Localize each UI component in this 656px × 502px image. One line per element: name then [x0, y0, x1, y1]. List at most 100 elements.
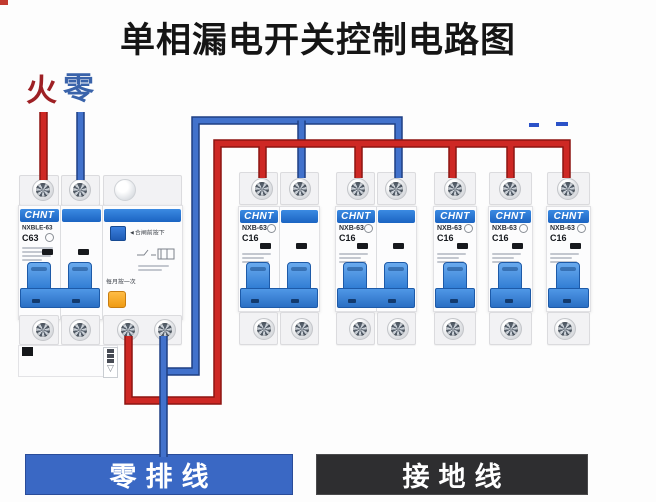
handle-crossbar: [337, 288, 415, 308]
status-window-icon: [357, 243, 368, 249]
status-window-icon: [457, 243, 468, 249]
screw-icon: [349, 318, 371, 340]
cert-badge-icon: [45, 233, 54, 242]
model-text: NXB-63: [550, 225, 575, 232]
screw-icon: [32, 319, 54, 341]
brand-logo: CHNT: [341, 210, 371, 222]
handle-slot: [505, 299, 513, 303]
screw-icon: [117, 319, 139, 341]
cert-badge-icon: [577, 224, 586, 233]
brand-logo: CHNT: [495, 210, 526, 222]
model-text: NXB-63: [242, 225, 267, 232]
brand-band: CHNT: [435, 210, 475, 223]
status-window-icon: [296, 243, 307, 249]
model-text: NXBLE-63: [22, 225, 53, 232]
handle-slot: [563, 299, 571, 303]
screw-icon: [154, 319, 176, 341]
handle-crossbar: [20, 288, 100, 308]
screw-icon: [347, 178, 369, 200]
model-text: NXB-63: [437, 225, 462, 232]
neutral-bus-banner: 零排线: [25, 454, 293, 495]
brand-band: [104, 209, 181, 222]
cert-badge-icon: [267, 224, 276, 233]
cert-badge-icon: [519, 224, 528, 233]
switch-handle: [287, 262, 311, 290]
handle-crossbar: [240, 288, 318, 308]
rating-text: C16: [550, 233, 567, 243]
handle-crossbar: [548, 288, 589, 308]
screw-icon: [444, 178, 466, 200]
cert-badge-icon: [364, 224, 373, 233]
switch-handle: [498, 262, 522, 290]
handle-slot: [72, 299, 80, 303]
model-text: NXB-63: [492, 225, 517, 232]
brand-band: CHNT: [337, 210, 375, 223]
main-switch-handle: [68, 262, 92, 290]
status-window-icon: [393, 243, 404, 249]
branch-breaker-1pole: CHNT NXB-63 C16: [488, 172, 533, 345]
page-title: 单相漏电开关控制电路图: [120, 21, 517, 60]
ground-wire-banner: 接地线: [316, 454, 588, 495]
cert-badge-icon: [464, 224, 473, 233]
screw-icon: [32, 179, 54, 201]
brand-band: [378, 210, 415, 223]
screw-icon: [385, 178, 407, 200]
status-window-icon: [570, 243, 581, 249]
rating-text: C16: [437, 233, 454, 243]
test-button-note: ◄合闸前按下: [129, 230, 165, 236]
status-window-icon: [78, 249, 89, 255]
rating-text: C63: [22, 233, 39, 243]
down-arrow-tag: ▽: [103, 347, 118, 378]
model-text: NXB-63: [339, 225, 364, 232]
handle-crossbar: [435, 288, 475, 308]
brand-band: CHNT: [490, 210, 531, 223]
live-wire-label: 火: [26, 73, 57, 108]
status-window-icon: [260, 243, 271, 249]
switch-handle: [343, 262, 367, 290]
handle-slot: [291, 299, 299, 303]
switch-handle: [246, 262, 270, 290]
handle-slot: [348, 299, 356, 303]
blue-bus-marks: [529, 122, 568, 127]
screw-icon: [291, 318, 313, 340]
handle-slot: [32, 299, 40, 303]
brand-band: [281, 210, 318, 223]
pole-divider: [60, 206, 61, 319]
branch-breaker-1pole: CHNT NXB-63 C16: [433, 172, 477, 345]
reset-button-note: 每月按一次: [106, 279, 136, 285]
reset-button: [108, 291, 126, 308]
branch-breaker-2pole: CHNT NXB-63 C16: [335, 172, 417, 345]
module-hole-icon: [114, 179, 136, 201]
screw-icon: [251, 178, 273, 200]
status-window-icon: [512, 243, 523, 249]
pole-divider: [102, 206, 103, 319]
rating-text: C16: [339, 233, 356, 243]
screw-icon: [69, 319, 91, 341]
status-window-icon: [42, 249, 53, 255]
brand-logo: CHNT: [24, 209, 55, 221]
breaker-base-extension: [18, 345, 118, 377]
screw-icon: [69, 179, 91, 201]
screw-icon: [499, 178, 521, 200]
brand-band: CHNT: [20, 209, 59, 222]
screw-icon: [554, 318, 576, 340]
brand-band: [62, 209, 101, 222]
spec-lines: [22, 245, 56, 263]
brand-band: CHNT: [548, 210, 589, 223]
handle-slot: [388, 299, 396, 303]
switch-handle: [384, 262, 408, 290]
red-corner-mark: [0, 0, 8, 5]
screw-icon: [442, 318, 464, 340]
branch-breaker-1pole: CHNT NXB-63 C16: [546, 172, 591, 345]
screw-icon: [289, 178, 311, 200]
down-arrow-icon: ▽: [107, 363, 114, 373]
brand-logo: CHNT: [244, 210, 274, 222]
screw-icon: [387, 318, 409, 340]
din-clip: [22, 347, 33, 356]
neutral-wire-label: 零: [63, 71, 94, 106]
screw-icon: [557, 178, 579, 200]
screw-icon: [500, 318, 522, 340]
brand-logo: CHNT: [440, 210, 470, 222]
test-button: [110, 226, 126, 241]
